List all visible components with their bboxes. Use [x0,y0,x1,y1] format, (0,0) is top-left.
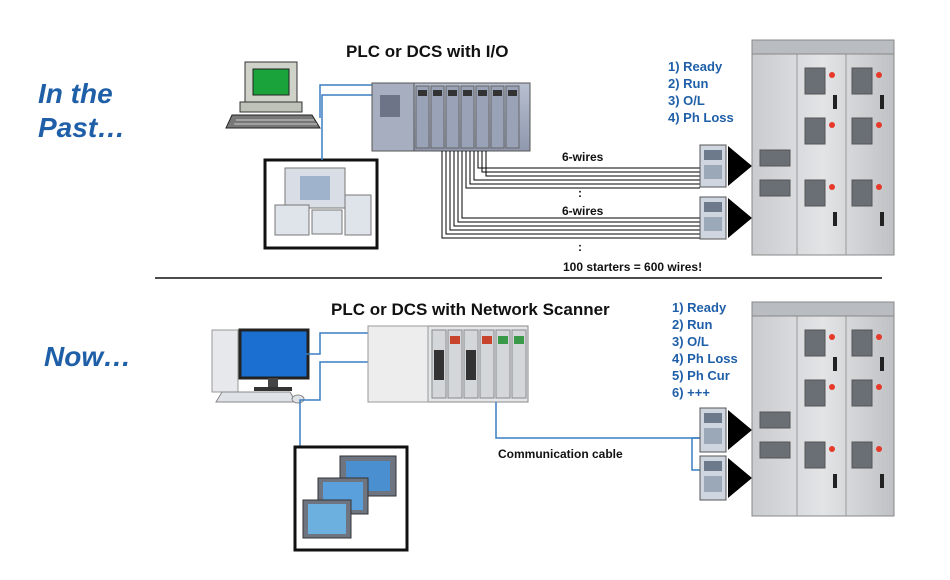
hmi-scanner-link [299,361,368,448]
computer-plc-link [319,84,372,118]
plc-io-rack-icon [371,82,531,152]
desktop-computer-icon [211,328,310,404]
ellipsis-marker: : [578,186,582,200]
hardwired-bundle-1 [465,151,700,189]
old-computer-icon [225,61,321,129]
past-heading: PLC or DCS with I/O [346,42,509,61]
hmi-plc-link [321,94,372,160]
status-item: 2) Run [668,76,709,91]
total-wires-label: 100 starters = 600 wires! [563,260,703,274]
communication-cable [495,402,700,439]
ellipsis-marker: : [578,240,582,254]
past-era-line2: Past… [38,112,126,143]
status-item: 1) Ready [672,300,727,315]
now-status-list: 1) Ready 2) Run 3) O/L 4) Ph Loss 5) Ph … [672,299,738,401]
status-item: 4) Ph Loss [668,110,734,125]
network-scanner-plc-icon [367,325,529,403]
arrow-marker [728,198,752,238]
hmi-panel-icon [263,158,379,250]
touch-panel-icon [293,445,409,552]
now-era-label: Now… [44,341,132,372]
wire-count-label: 6-wires [562,204,604,218]
mcc-cabinet-icon [751,39,895,256]
wire-count-label: 6-wires [562,150,604,164]
arrow-marker [728,410,752,450]
status-item: 3) O/L [668,93,705,108]
past-era-line1: In the [38,78,113,109]
motor-starter-icon [699,196,727,240]
past-status-list: 1) Ready 2) Run 3) O/L 4) Ph Loss [668,58,734,126]
smart-starter-icon [699,407,727,453]
smart-starter-icon [699,455,727,501]
communication-cable-label: Communication cable [498,447,623,461]
motor-starter-icon [699,144,727,188]
hardwired-bundle-2 [441,151,700,239]
arrow-marker [728,146,752,186]
past-era-label: In the Past… [38,77,125,145]
now-heading: PLC or DCS with Network Scanner [331,300,610,319]
computer-scanner-link [306,332,368,355]
mcc-cabinet-icon [751,301,895,517]
daisy-chain-cable [691,437,700,471]
status-item: 1) Ready [668,59,723,74]
arrow-marker [728,458,752,498]
status-item: 5) Ph Cur [672,368,730,383]
status-item: 6) +++ [672,385,710,400]
status-item: 3) O/L [672,334,709,349]
status-item: 4) Ph Loss [672,351,738,366]
status-item: 2) Run [672,317,713,332]
